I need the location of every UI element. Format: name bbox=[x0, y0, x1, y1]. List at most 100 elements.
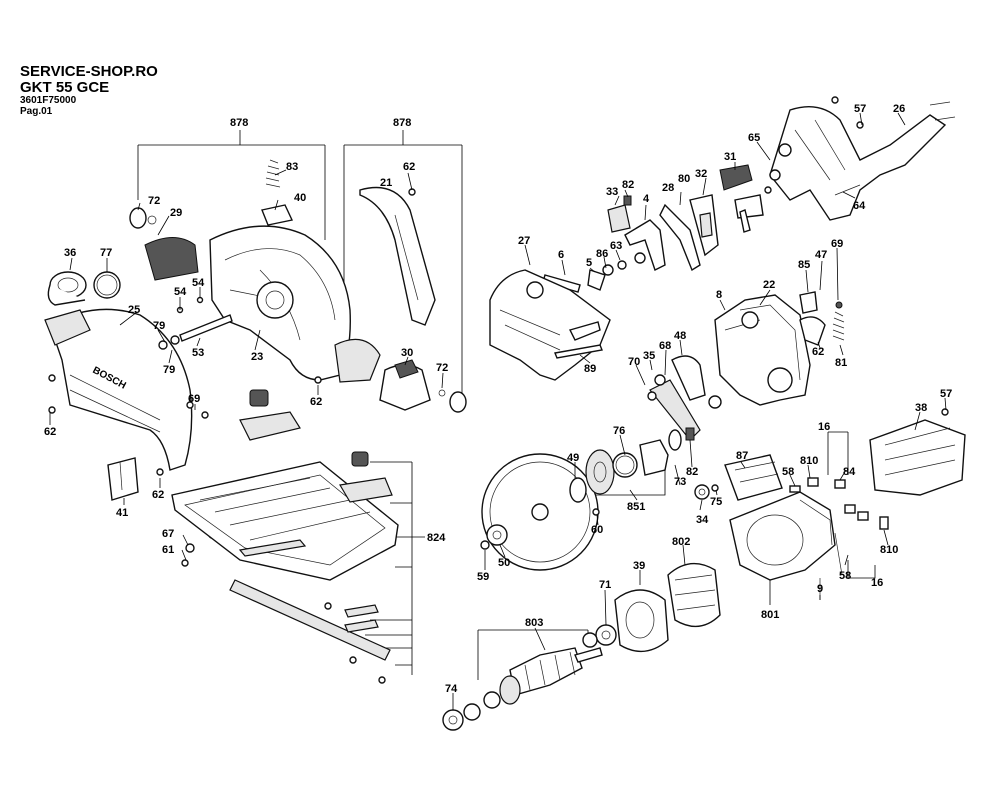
guide-rails bbox=[229, 539, 391, 684]
bracket-85 bbox=[799, 291, 826, 346]
knob-72-right bbox=[438, 389, 467, 413]
callout-54: 54 bbox=[174, 286, 187, 298]
bearing-74 bbox=[442, 691, 501, 731]
shop-name: SERVICE-SHOP.RO bbox=[20, 63, 158, 80]
callout-39: 39 bbox=[633, 560, 645, 572]
callout-810b: 810 bbox=[880, 544, 898, 556]
callout-49: 49 bbox=[567, 452, 579, 464]
o-ring-76 bbox=[612, 452, 638, 478]
callout-28: 28 bbox=[662, 182, 674, 194]
callout-60: 60 bbox=[591, 524, 603, 536]
button-33 bbox=[607, 195, 632, 233]
callout-59: 59 bbox=[477, 571, 489, 583]
callout-48: 48 bbox=[674, 330, 686, 342]
callout-68: 68 bbox=[659, 340, 671, 352]
callout-27: 27 bbox=[518, 235, 530, 247]
page-number: Pag.01 bbox=[20, 106, 53, 117]
callout-810: 810 bbox=[800, 455, 818, 467]
callout-79: 79 bbox=[153, 320, 165, 332]
callout-62b: 62 bbox=[310, 396, 322, 408]
callout-57: 57 bbox=[854, 103, 866, 115]
shaft-53 bbox=[179, 314, 233, 342]
callout-40: 40 bbox=[294, 192, 306, 204]
callout-89: 89 bbox=[584, 363, 596, 375]
callout-31: 31 bbox=[724, 151, 736, 163]
callout-30: 30 bbox=[401, 347, 413, 359]
flange-50-59 bbox=[480, 524, 508, 550]
callout-81: 81 bbox=[835, 357, 847, 369]
callout-labels: 878 878 83 62 21 40 72 29 36 77 54 54 25… bbox=[44, 103, 952, 695]
spring-89 bbox=[554, 344, 603, 359]
washer-71 bbox=[582, 624, 617, 648]
housing-22 bbox=[708, 294, 811, 409]
callout-64: 64 bbox=[853, 200, 866, 212]
callout-29: 29 bbox=[170, 207, 182, 219]
handle-26 bbox=[769, 106, 947, 221]
cover-29 bbox=[144, 237, 199, 281]
callout-84: 84 bbox=[843, 466, 856, 478]
callout-79b: 79 bbox=[163, 364, 175, 376]
screws-left bbox=[48, 188, 416, 567]
model-name: GKT 55 GCE bbox=[20, 79, 110, 96]
callout-26: 26 bbox=[893, 103, 905, 115]
link-28 bbox=[659, 203, 701, 272]
knob-72-left bbox=[129, 207, 157, 229]
callout-61: 61 bbox=[162, 544, 174, 556]
lever-30 bbox=[379, 359, 431, 411]
saw-blade bbox=[481, 453, 599, 571]
switch-31 bbox=[719, 164, 753, 191]
screw-60 bbox=[592, 508, 600, 516]
brush-parts bbox=[789, 477, 889, 530]
bracket-824 bbox=[365, 461, 425, 675]
callout-6: 6 bbox=[558, 249, 564, 261]
clip-41 bbox=[107, 457, 139, 501]
spring-81 bbox=[832, 301, 845, 341]
callout-47: 47 bbox=[815, 249, 827, 261]
callout-21: 21 bbox=[380, 177, 392, 189]
callout-22: 22 bbox=[763, 279, 775, 291]
callout-82: 82 bbox=[622, 179, 634, 191]
callout-33: 33 bbox=[606, 186, 618, 198]
callout-86: 86 bbox=[596, 248, 608, 260]
callout-85: 85 bbox=[798, 259, 810, 271]
callout-9: 9 bbox=[817, 583, 823, 595]
callout-38: 38 bbox=[915, 402, 927, 414]
lower-guard-25: BOSCH bbox=[44, 308, 193, 471]
callout-34: 34 bbox=[696, 514, 709, 526]
callout-36: 36 bbox=[64, 247, 76, 259]
bracket-878-right bbox=[343, 130, 463, 395]
callout-16b: 16 bbox=[871, 577, 883, 589]
base-plate-824 bbox=[171, 389, 399, 581]
callout-23: 23 bbox=[251, 351, 263, 363]
callout-62d: 62 bbox=[152, 489, 164, 501]
callout-76: 76 bbox=[613, 425, 625, 437]
callout-8: 8 bbox=[716, 289, 722, 301]
callout-58b: 58 bbox=[839, 570, 851, 582]
callout-62e: 62 bbox=[812, 346, 824, 358]
spring-83 bbox=[265, 159, 281, 188]
leader-lines bbox=[49, 112, 947, 710]
callout-878-left: 878 bbox=[230, 117, 248, 129]
motor-housing-801 bbox=[729, 491, 836, 581]
brush-holder-87 bbox=[724, 454, 783, 501]
callout-53: 53 bbox=[192, 347, 204, 359]
callout-824: 824 bbox=[427, 532, 446, 544]
callout-71: 71 bbox=[599, 579, 611, 591]
fan-39 bbox=[614, 589, 669, 653]
callout-58: 58 bbox=[782, 466, 794, 478]
stator-802 bbox=[667, 562, 721, 628]
small-parts-5-63-86 bbox=[587, 252, 646, 291]
callout-63: 63 bbox=[610, 240, 622, 252]
callout-802: 802 bbox=[672, 536, 690, 548]
spindle-73 bbox=[639, 427, 695, 476]
bracket-40 bbox=[261, 204, 294, 226]
callout-65: 65 bbox=[748, 132, 760, 144]
callout-62c: 62 bbox=[44, 426, 56, 438]
callout-851: 851 bbox=[627, 501, 645, 513]
callout-73: 73 bbox=[674, 476, 686, 488]
callout-69: 69 bbox=[188, 393, 200, 405]
callout-41: 41 bbox=[116, 507, 128, 519]
dust-nozzle-36 bbox=[47, 271, 87, 306]
link-48 bbox=[671, 355, 706, 401]
callout-803: 803 bbox=[525, 617, 543, 629]
